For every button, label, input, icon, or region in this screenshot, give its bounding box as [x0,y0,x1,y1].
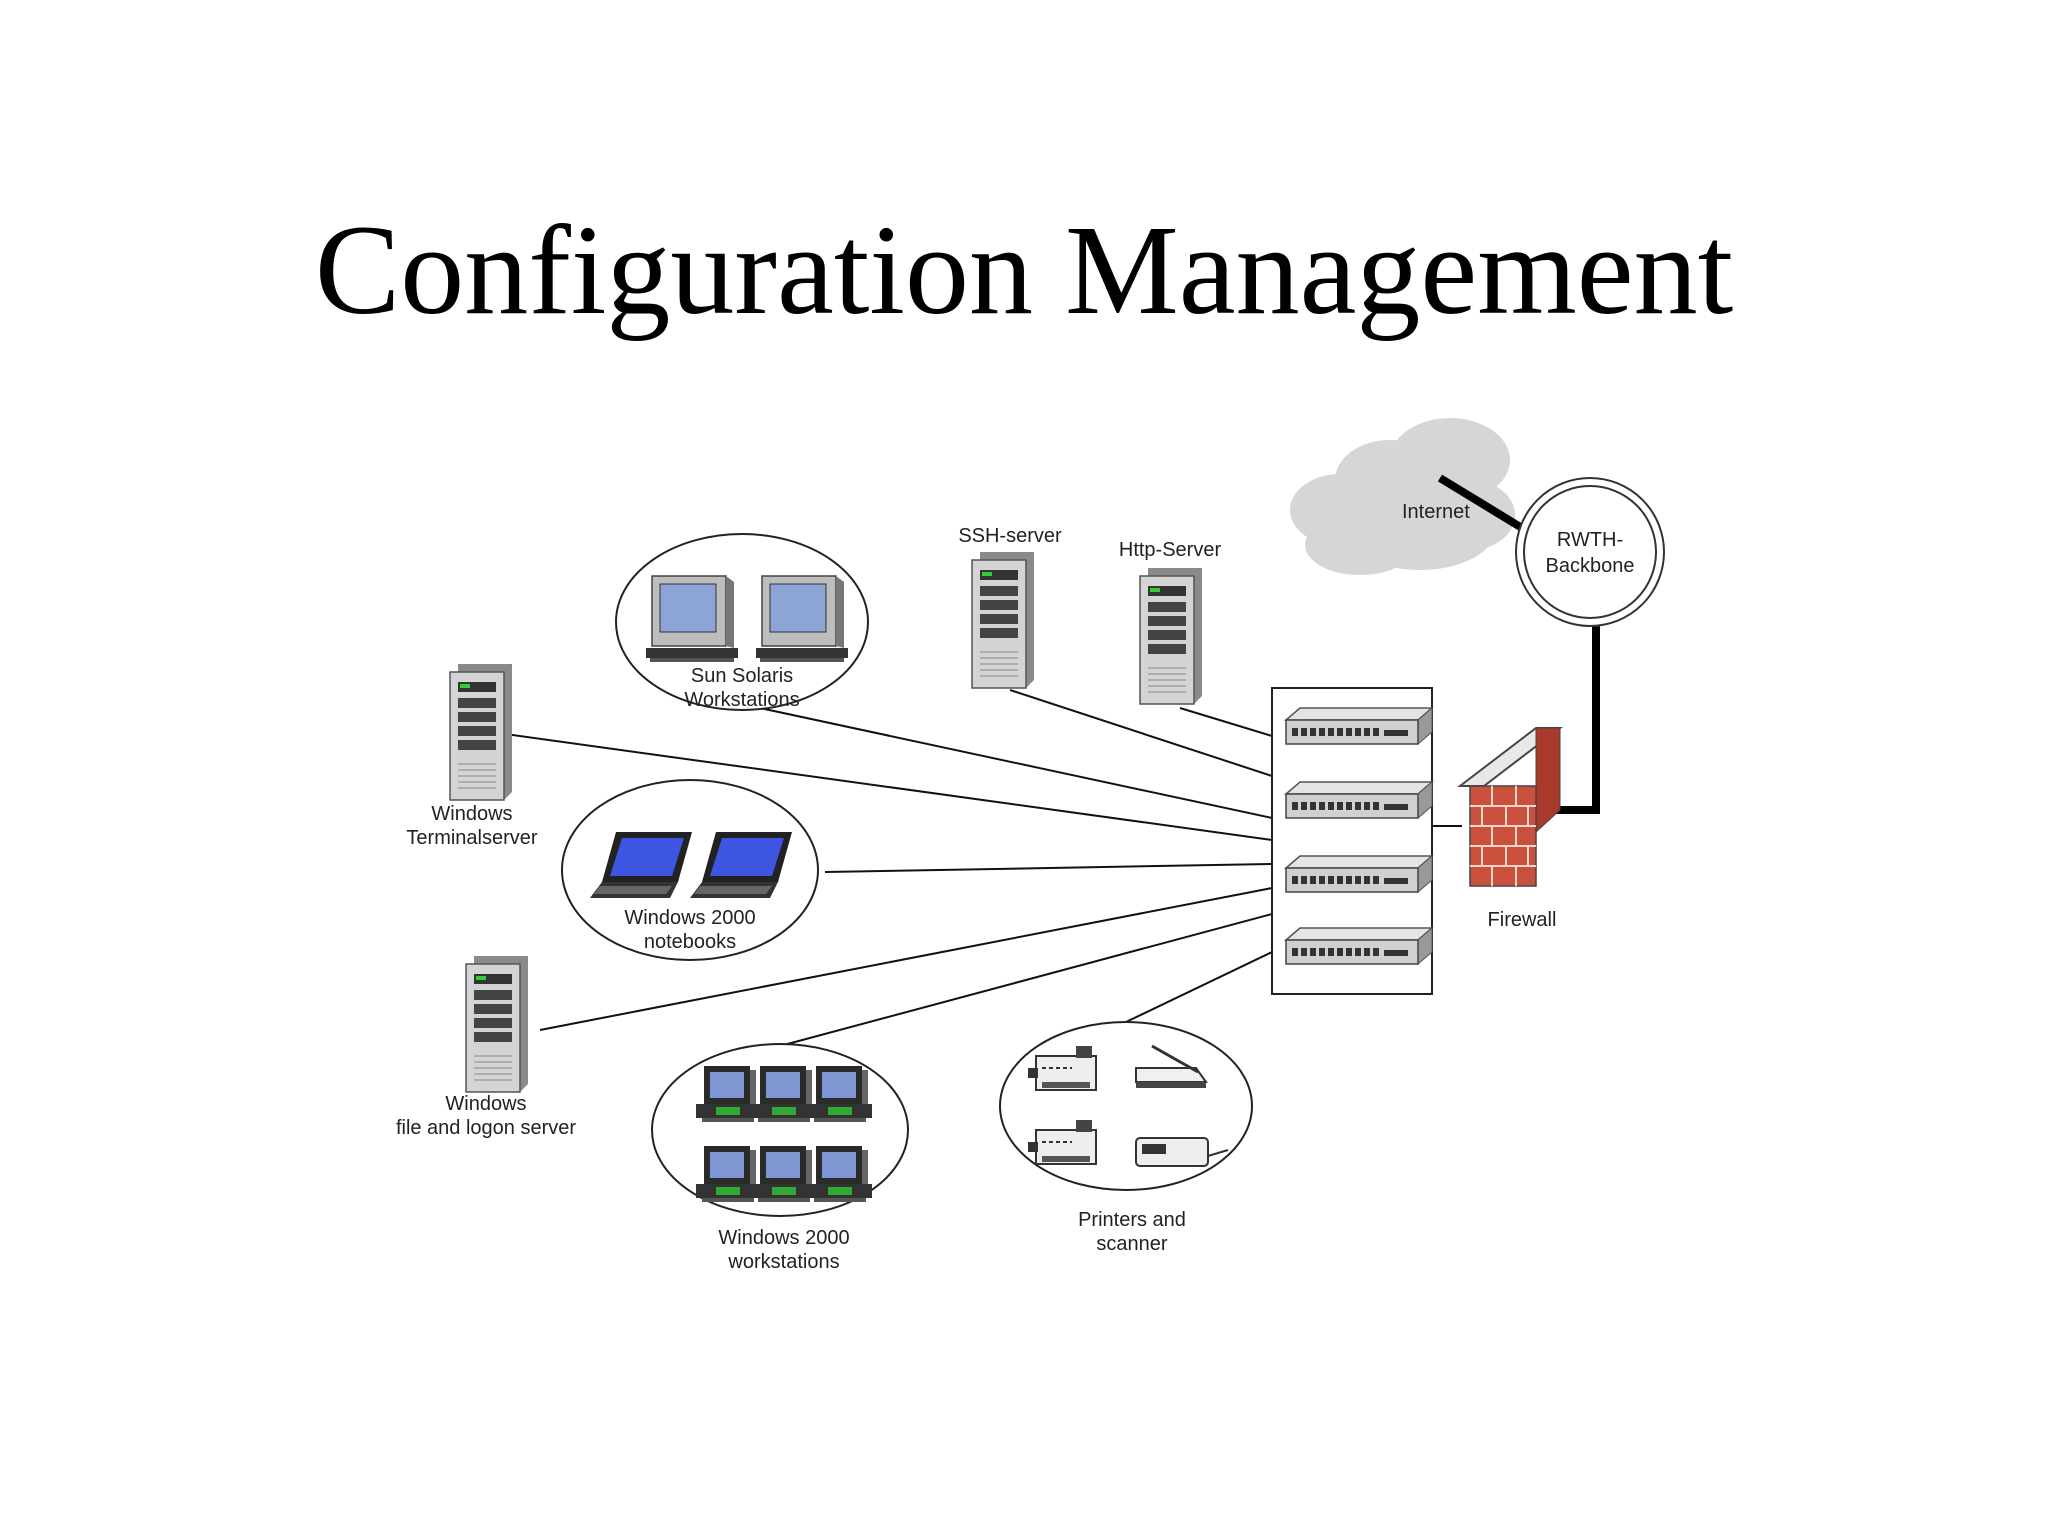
sun-workstations-group: Sun Solaris Workstations [615,533,869,711]
switch-4 [1285,927,1433,965]
firewall-icon: Firewall [1457,727,1563,931]
ssh-server-label: SSH-server [958,525,1062,547]
terminalserver-label-line2: Terminalserver [406,827,537,849]
switch-1 [1285,707,1433,745]
slide-title: Configuration Management [314,199,1734,341]
firewall-label: Firewall [1488,909,1557,931]
printers-label-line1: Printers and [1078,1209,1186,1231]
internet-backbone-link [1437,474,1525,532]
windows-file-logon-server: Windows file and logon server [396,955,576,1139]
file-server-label-line1: Windows [445,1093,526,1115]
network-links [504,689,1462,1047]
file-server-label-line2: file and logon server [396,1117,576,1139]
ssh-server: SSH-server [958,525,1062,689]
workstation-icon [645,575,739,663]
printers-label-line2: scanner [1096,1233,1167,1255]
workstation-icon [755,575,849,663]
http-server-label: Http-Server [1119,539,1222,561]
notebooks-label-line1: Windows 2000 [624,907,755,929]
switch-2 [1285,781,1433,819]
http-server: Http-Server [1119,539,1222,705]
scanner-icon [1135,1044,1208,1088]
notebooks-group: Windows 2000 notebooks [561,779,819,961]
pc-icon [808,1146,872,1202]
printers-scanner-group: Printers and scanner [999,1021,1253,1255]
notebooks-label-line2: notebooks [644,931,736,953]
rwth-backbone-node: RWTH- Backbone [1515,477,1665,627]
sun-label-line1: Sun Solaris [691,665,793,687]
switch-3 [1285,855,1433,893]
scanner-icon [1135,1137,1229,1167]
backbone-label-line2: Backbone [1546,555,1635,577]
windows-terminalserver: Windows Terminalserver [406,663,538,849]
internet-cloud: Internet [1290,418,1515,575]
terminalserver-label-line1: Windows [431,803,512,825]
switch-stack [1271,687,1433,995]
pc-icon [696,1146,760,1202]
backbone-label-line1: RWTH- [1557,529,1623,551]
pc-icon [752,1146,816,1202]
pc-icon [808,1066,872,1122]
win-workstations-group: Windows 2000 workstations [651,1043,909,1273]
sun-label-line2: Workstations [684,689,799,711]
pc-icon [752,1066,816,1122]
pc-icon [696,1066,760,1122]
internet-label: Internet [1402,501,1470,523]
win-workstations-label-line2: workstations [727,1251,839,1273]
win-workstations-label-line1: Windows 2000 [718,1227,849,1249]
